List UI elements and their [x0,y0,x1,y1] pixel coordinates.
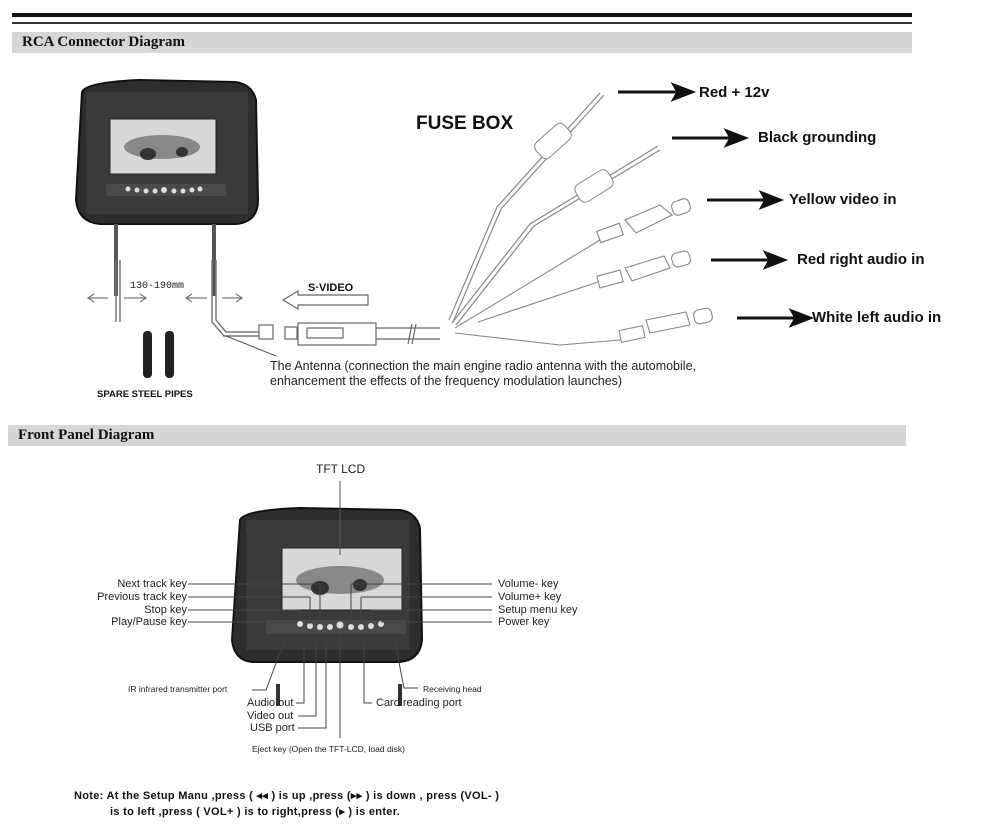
wire-label-red-12v: Red + 12v [699,84,770,101]
rca-plugs [454,198,713,346]
label-volume-plus-key: Volume+ key [498,591,562,603]
wire-label-white-left-audio: White left audio in [812,309,942,326]
section-title-rca: RCA Connector Diagram [22,34,186,50]
fuse-2 [574,169,614,203]
spare-pipe-left [143,331,152,378]
antenna-note: The Antenna (connection the main engine … [270,359,696,389]
label-play-pause-key: Play/Pause key [111,616,187,628]
fuse-1 [534,122,572,160]
right-callouts [350,583,492,624]
label-eject-key: Eject key (Open the TFT-LCD, load disk) [252,744,405,754]
label-audio-out: Audio out [247,697,294,709]
section-header-rca: RCA Connector Diagram [12,32,912,53]
section-title-front: Front Panel Diagram [18,427,155,443]
headrest-monitor-front [230,506,424,706]
wire-label-yellow-video: Yellow video in [789,191,897,208]
top-rule-thick [12,13,912,17]
label-setup-menu-key: Setup menu key [498,604,578,616]
label-arrows [618,82,815,328]
label-video-out: Video out [247,710,294,722]
dimension-label: 130-190mm [130,281,185,292]
label-receiving-head: Receiving head [423,684,482,694]
label-usb-port: USB port [250,722,295,734]
top-rule-thin [12,22,912,24]
tft-lcd-label: TFT LCD [316,462,366,476]
headrest-monitor-top [74,78,260,296]
label-card-reading-port: Card reading port [376,697,462,709]
label-volume-minus-key: Volume- key [498,578,559,590]
fuse-box-label: FUSE BOX [416,113,514,134]
section-header-front: Front Panel Diagram [8,425,906,446]
left-callouts [188,583,321,624]
antenna-note-line-1: The Antenna (connection the main engine … [270,359,696,373]
wire-label-red-right-audio: Red right audio in [797,251,925,268]
spare-pipes-label: SPARE STEEL PIPES [97,389,193,400]
antenna-note-line-2: enhancement the effects of the frequency… [270,374,623,388]
setup-note-line-2: is to left ,press ( VOL+ ) is to right,p… [110,806,401,818]
svideo-connector [258,322,440,346]
label-ir-transmitter-port: IR infrared transmitter port [128,684,228,694]
dimension-arrows [86,293,244,303]
svideo-label: S·VIDEO [308,282,354,294]
wire-label-black-ground: Black grounding [758,129,877,146]
label-stop-key: Stop key [144,604,187,616]
bottom-callouts [252,632,418,738]
label-power-key: Power key [498,616,550,628]
spare-pipe-right [165,331,174,378]
svideo-arrow-icon [281,289,369,311]
label-next-track-key: Next track key [117,578,187,590]
setup-note-line-1: Note: At the Setup Manu ,press ( ◂◂ ) is… [74,790,500,802]
label-previous-track-key: Previous track key [97,591,187,603]
